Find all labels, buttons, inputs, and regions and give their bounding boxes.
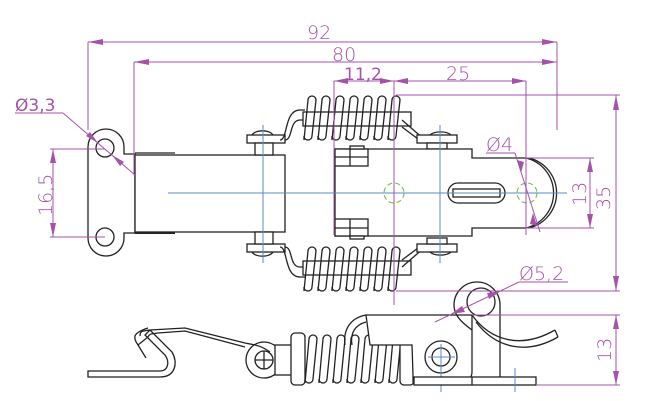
latch-housing xyxy=(365,314,473,383)
spring-coil xyxy=(359,95,373,141)
dim-mount-hole-dia: Ø3,3 xyxy=(15,96,55,116)
spring-cap-left xyxy=(290,332,306,386)
dim-loop-dia: Ø5,2 xyxy=(519,263,564,285)
spring-coil xyxy=(360,334,374,384)
spring-coil xyxy=(318,334,332,384)
spring-lower xyxy=(279,244,440,292)
dim-slot-length: 25 xyxy=(446,63,470,85)
catch-tabs xyxy=(334,145,369,240)
spring-coil xyxy=(317,95,331,141)
spring-coil xyxy=(387,246,401,292)
dim-spring-offset: 11,2 xyxy=(344,65,382,85)
handle-lever xyxy=(471,314,559,348)
spring-coil xyxy=(331,95,345,141)
side-base-plate xyxy=(413,376,537,386)
side-view xyxy=(87,281,559,392)
dim-mount-hole-spacing: 16,5 xyxy=(35,174,57,216)
base-plate xyxy=(87,128,136,257)
spring-upper xyxy=(279,95,440,143)
spring-coil xyxy=(317,246,331,292)
dim-catch-width: 13 xyxy=(569,182,591,206)
mount-hole-top xyxy=(95,138,115,158)
spring-coil xyxy=(345,95,359,141)
dim-catch-hole-dia: Ø4 xyxy=(486,134,513,156)
dimensions: 92 80 11,2 25 35 13 xyxy=(15,22,620,386)
spring-coil xyxy=(373,95,387,141)
top-view xyxy=(87,95,567,292)
dim-overall-length: 92 xyxy=(307,22,331,44)
spring-coil xyxy=(332,334,346,384)
dim-overall-width: 35 xyxy=(593,186,615,210)
spring-coil xyxy=(373,246,387,292)
spring-coil xyxy=(345,246,359,292)
dim-body-length: 80 xyxy=(332,44,356,66)
spring-coil xyxy=(303,246,317,292)
handle-loop-hole xyxy=(466,287,496,317)
pivot-pin-upper-left xyxy=(246,130,286,156)
pivot-pin-lower-right xyxy=(416,237,458,256)
dim-side-height: 13 xyxy=(594,338,616,362)
pivot-pin-upper-right xyxy=(416,131,458,150)
spring-coil xyxy=(304,334,318,384)
hook-wire xyxy=(87,329,176,378)
spring-coil xyxy=(359,246,373,292)
pivot-pin-lower-left xyxy=(246,231,286,257)
spring-coil xyxy=(303,95,317,141)
spring-coil xyxy=(387,95,401,141)
spring-coil xyxy=(346,334,360,384)
spring-coil xyxy=(331,246,345,292)
